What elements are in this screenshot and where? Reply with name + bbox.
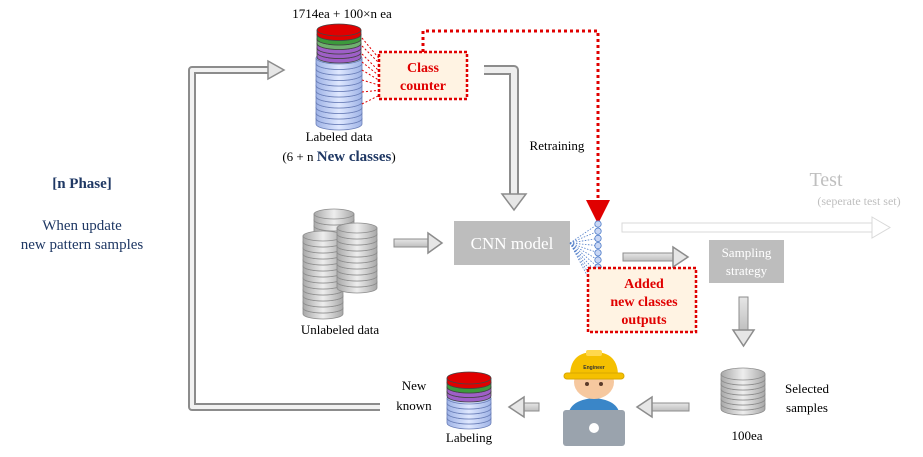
retraining-label: Retraining <box>530 138 585 153</box>
labeling-label: Labeling <box>446 430 493 445</box>
added-outputs-box <box>586 266 698 334</box>
phase-desc-line2: new pattern samples <box>21 237 144 253</box>
cnn-model-label: CNN model <box>471 234 554 253</box>
feedback-loop-arrow <box>188 59 380 411</box>
phase-title: [n Phase] <box>52 176 112 192</box>
unlabeled-to-cnn-arrow <box>393 231 444 255</box>
added-outputs-line2: new classes <box>610 295 678 310</box>
class-counter-box <box>377 50 469 101</box>
sampling-line1: Sampling <box>722 245 772 260</box>
labeled-count: 1714ea + 100×n ea <box>292 6 392 21</box>
labeling-class-disk <box>446 371 492 389</box>
added-outputs-line3: outputs <box>621 313 667 328</box>
test-arrow <box>621 216 891 239</box>
sampling-to-selected-arrow <box>731 296 756 348</box>
counter-to-output-arrow <box>421 29 610 224</box>
labeled-class-disk <box>316 23 362 41</box>
class-counter-line2: counter <box>400 79 446 94</box>
retraining-arrow <box>484 65 528 212</box>
added-outputs-line1: Added <box>624 277 664 292</box>
selected-disk <box>720 367 766 386</box>
output-connection <box>569 242 599 261</box>
unlabeled-disk <box>336 222 378 240</box>
output-connection <box>569 223 599 244</box>
unlabeled-data-stack-icon <box>302 208 378 320</box>
test-sub-label: (seperate test set) <box>817 194 900 208</box>
selected-count: 100ea <box>731 428 762 443</box>
labeling-stack-icon <box>446 371 492 430</box>
engineer-to-labeling-arrow <box>507 395 540 419</box>
output-node <box>594 220 602 228</box>
output-connection <box>569 242 599 268</box>
labeled-classes: (6 + n New classes) <box>282 149 395 165</box>
engineer-hat-text: Engineer <box>583 365 604 371</box>
engineer-icon: Engineer <box>563 350 625 446</box>
selected-samples-stack-icon <box>720 367 766 416</box>
selected-line1: Selected <box>785 381 830 396</box>
selected-to-engineer-arrow <box>635 395 690 419</box>
unlabeled-disk <box>302 230 344 248</box>
new-known-line1: New <box>402 378 427 393</box>
unlabeled-data-label: Unlabeled data <box>301 322 380 337</box>
sampling-line2: strategy <box>726 263 768 278</box>
output-connections <box>569 223 599 297</box>
labeled-data-stack-icon <box>315 23 363 131</box>
output-connection <box>569 238 599 244</box>
output-connection <box>569 242 599 275</box>
sampling-strategy-box <box>709 240 784 283</box>
output-node <box>594 249 602 257</box>
output-to-sampling-arrow <box>622 245 690 269</box>
output-connection <box>569 242 599 297</box>
labeled-data-label: Labeled data <box>306 129 373 144</box>
output-node <box>594 234 602 242</box>
phase-desc-line1: When update <box>42 218 122 234</box>
new-known-line2: known <box>396 398 432 413</box>
selected-line2: samples <box>786 400 828 415</box>
output-connection <box>569 242 599 254</box>
test-label: Test <box>809 169 842 191</box>
cnn-model-box <box>454 221 570 265</box>
output-node <box>594 242 602 250</box>
output-node <box>594 256 602 264</box>
unlabeled-disk <box>313 208 355 226</box>
class-counter-line1: Class <box>407 61 439 76</box>
output-node <box>594 227 602 235</box>
output-connection <box>569 230 599 244</box>
